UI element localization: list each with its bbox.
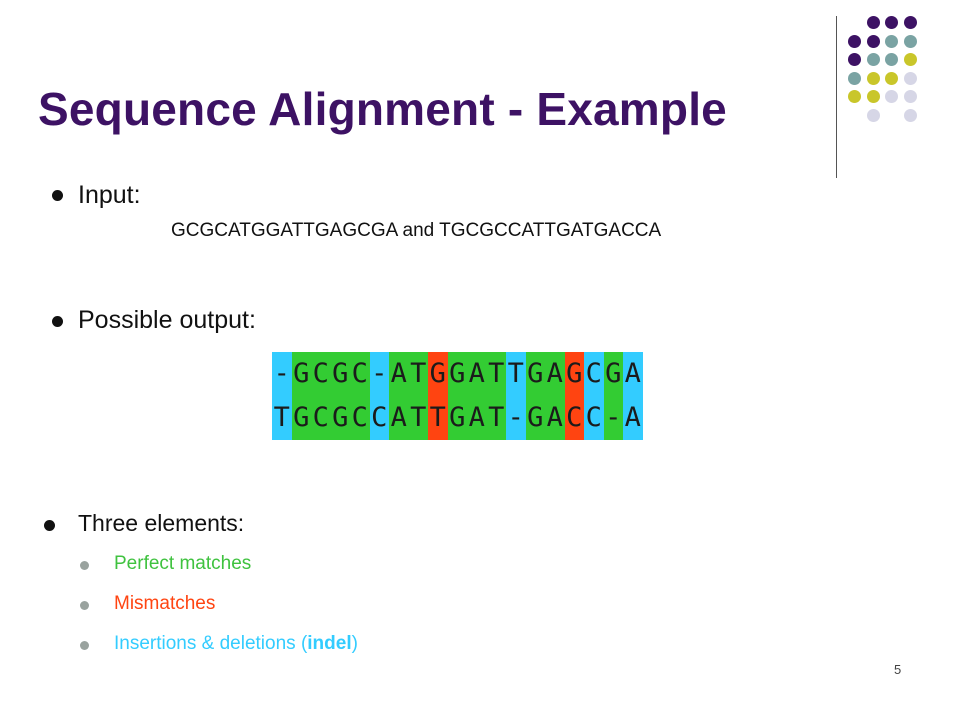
decorative-dot <box>885 34 899 48</box>
decorative-dot <box>903 109 917 122</box>
decorative-dot <box>848 53 861 67</box>
alignment-cell: T <box>506 352 526 396</box>
decorative-dot <box>903 34 917 48</box>
item-indels: Insertions & deletions (indel) <box>114 633 358 655</box>
alignment-cell: G <box>564 352 584 396</box>
alignment-cell: T <box>486 396 506 440</box>
indel-suffix: ) <box>351 633 358 654</box>
alignment-cell: G <box>330 352 350 396</box>
decorative-dot <box>866 71 880 85</box>
decorative-dot <box>866 34 880 48</box>
alignment-cell: C <box>584 352 604 396</box>
alignment-cell: A <box>467 396 487 440</box>
alignment-cell: T <box>408 352 428 396</box>
bullet-output <box>52 316 63 327</box>
bullet-elements <box>44 520 55 531</box>
alignment-cell: - <box>369 352 389 396</box>
divider-line <box>836 16 837 178</box>
slide-title: Sequence Alignment - Example <box>38 83 727 135</box>
alignment-cell: G <box>447 352 467 396</box>
alignment-cell: - <box>272 352 292 396</box>
indel-bold: indel <box>307 633 352 654</box>
input-sequences: GCGCATGGATTGAGCGA and TGCGCCATTGATGACCA <box>171 220 662 241</box>
decorative-dot <box>885 90 899 104</box>
decorative-dot <box>903 16 917 29</box>
decorative-dot <box>848 34 861 48</box>
subbullet-matches <box>80 561 89 570</box>
subbullet-mismatches <box>80 601 89 610</box>
alignment-cell: G <box>330 396 350 440</box>
page-number: 5 <box>894 662 902 677</box>
decorative-dot <box>866 109 880 122</box>
decorative-dot <box>866 53 880 67</box>
alignment-cell: - <box>603 396 623 440</box>
alignment-cell: C <box>584 396 604 440</box>
item-perfect-matches: Perfect matches <box>114 553 252 574</box>
decorative-dot <box>885 16 899 29</box>
alignment-cell: C <box>369 396 389 440</box>
decorative-dot <box>903 90 917 104</box>
alignment-cell: G <box>447 396 467 440</box>
alignment-cell: G <box>291 352 311 396</box>
alignment-cell: G <box>603 352 623 396</box>
alignment-cell: C <box>311 352 331 396</box>
decorative-dot <box>866 90 880 104</box>
decorative-dot <box>866 16 880 29</box>
decorative-dot <box>903 71 917 85</box>
alignment-cell: C <box>350 352 370 396</box>
output-label: Possible output: <box>78 306 256 334</box>
alignment-cell: G <box>525 396 545 440</box>
alignment-cell: - <box>506 396 526 440</box>
indel-prefix: Insertions & deletions ( <box>114 633 308 654</box>
decorative-dot <box>848 71 861 85</box>
alignment-cell: A <box>467 352 487 396</box>
elements-label: Three elements: <box>78 510 245 536</box>
subbullet-indels <box>80 641 89 650</box>
item-mismatches: Mismatches <box>114 593 216 614</box>
alignment-cell: C <box>350 396 370 440</box>
alignment-cell: A <box>545 396 565 440</box>
decorative-dot <box>848 90 861 104</box>
alignment-cell: C <box>311 396 331 440</box>
alignment-cell: A <box>545 352 565 396</box>
input-label: Input: <box>78 181 141 209</box>
alignment-cell: G <box>428 352 448 396</box>
decorative-dot <box>885 53 899 67</box>
alignment-cell: T <box>428 396 448 440</box>
alignment-cell: G <box>291 396 311 440</box>
alignment-cell: T <box>408 396 428 440</box>
decorative-dot <box>903 53 917 67</box>
alignment-cell: A <box>623 352 643 396</box>
alignment-cell: T <box>486 352 506 396</box>
alignment-cell: A <box>389 396 409 440</box>
alignment-cell: A <box>623 396 643 440</box>
alignment-cell: C <box>564 396 584 440</box>
alignment-cell: A <box>389 352 409 396</box>
alignment-cell: G <box>525 352 545 396</box>
bullet-input <box>52 190 63 201</box>
decorative-dot <box>885 71 899 85</box>
alignment-cell: T <box>272 396 292 440</box>
